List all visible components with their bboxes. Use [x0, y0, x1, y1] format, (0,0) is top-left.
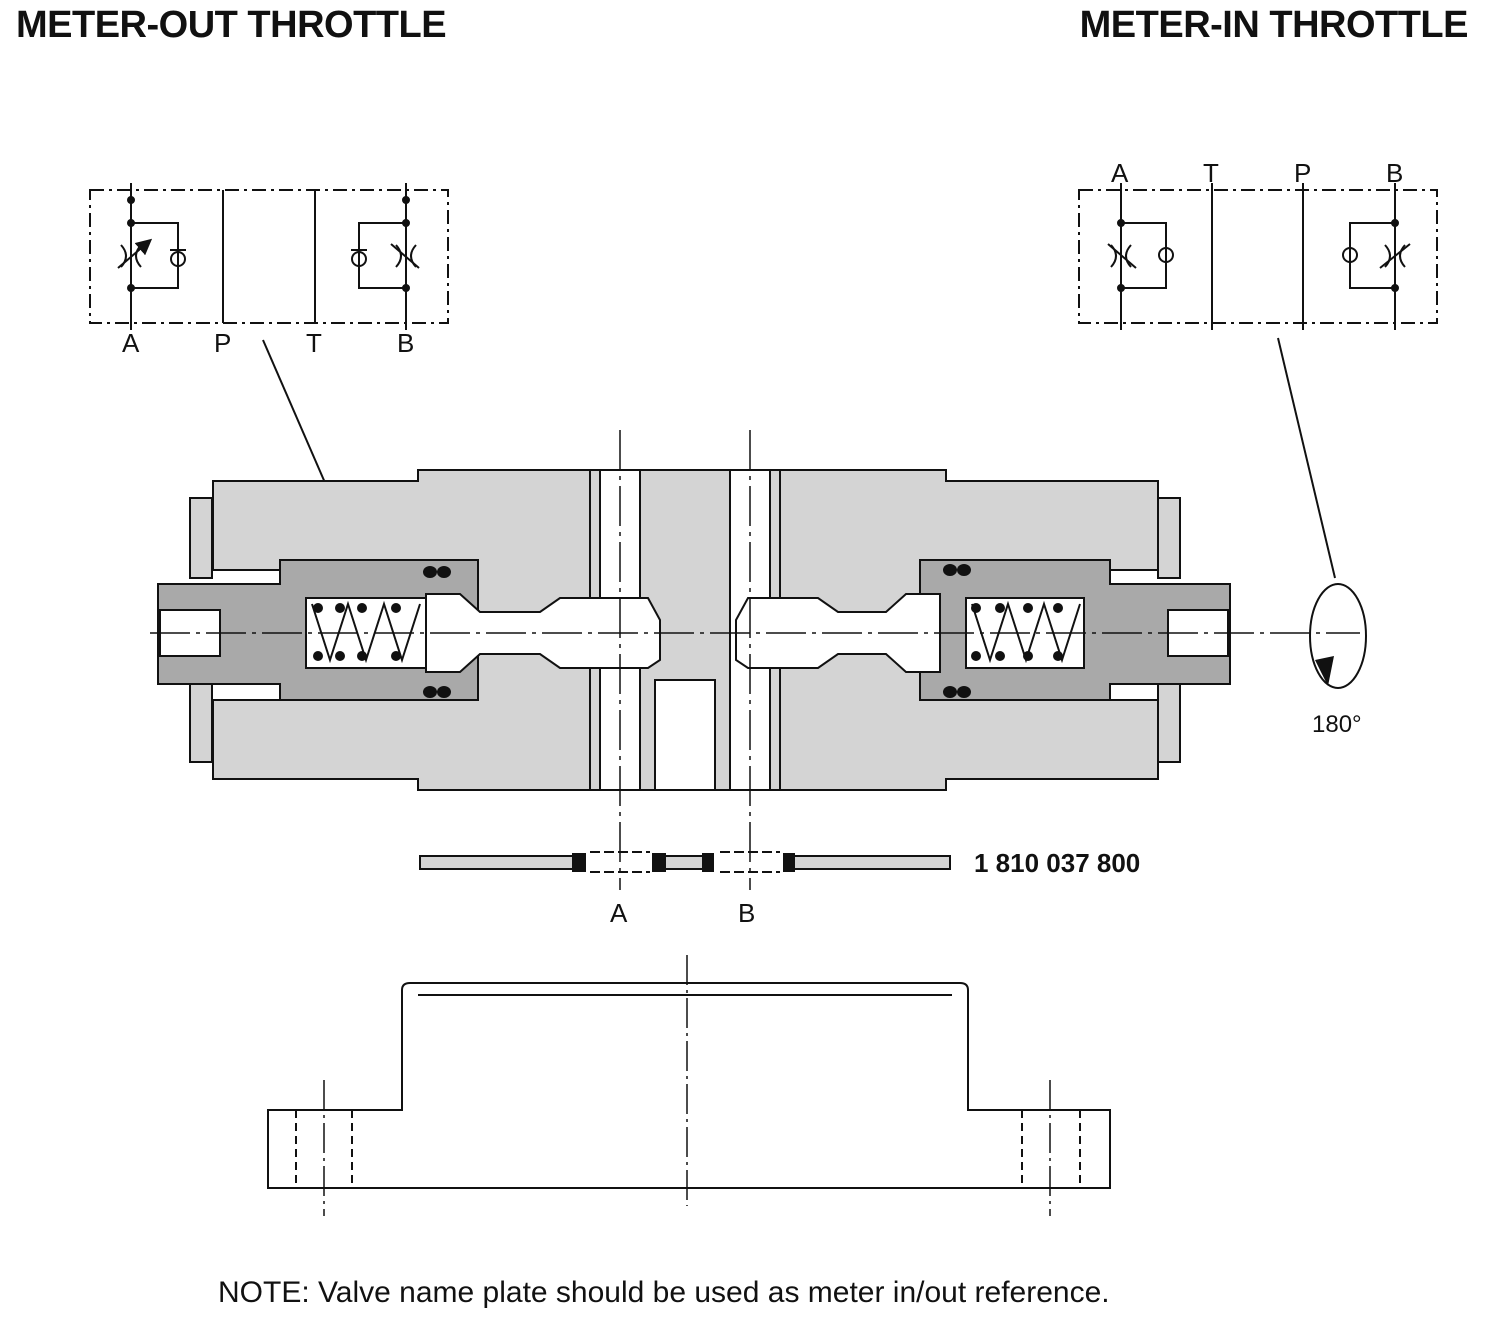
meter-out-title: METER-OUT THROTTLE [16, 4, 447, 46]
section-port-a: A [610, 898, 628, 928]
left-port-a: A [122, 328, 140, 358]
centerlines [150, 430, 1360, 890]
left-port-p: P [214, 328, 231, 358]
section-port-b: B [738, 898, 755, 928]
right-port-b: B [1386, 158, 1403, 188]
left-spring [311, 600, 421, 664]
meter-out-symbol [89, 183, 449, 330]
meter-in-title: METER-IN THROTTLE [1079, 4, 1469, 46]
right-port-t: T [1203, 158, 1219, 188]
right-spring [971, 600, 1081, 664]
left-port-b: B [397, 328, 414, 358]
bottom-profile-view [267, 955, 1111, 1216]
right-leader-line [1277, 337, 1336, 579]
right-port-a: A [1111, 158, 1129, 188]
valve-section-view [157, 469, 1231, 791]
o-ring-seals [423, 564, 971, 698]
right-port-p: P [1294, 158, 1311, 188]
reference-note: NOTE: Valve name plate should be used as… [218, 1276, 1110, 1309]
gasket-part-number: 1 810 037 800 [974, 848, 1140, 878]
left-port-t: T [306, 328, 322, 358]
meter-in-symbol [1078, 183, 1438, 330]
gasket-strip [419, 851, 951, 873]
rotation-arrow [1309, 583, 1367, 689]
rotation-label: 180° [1312, 711, 1362, 738]
